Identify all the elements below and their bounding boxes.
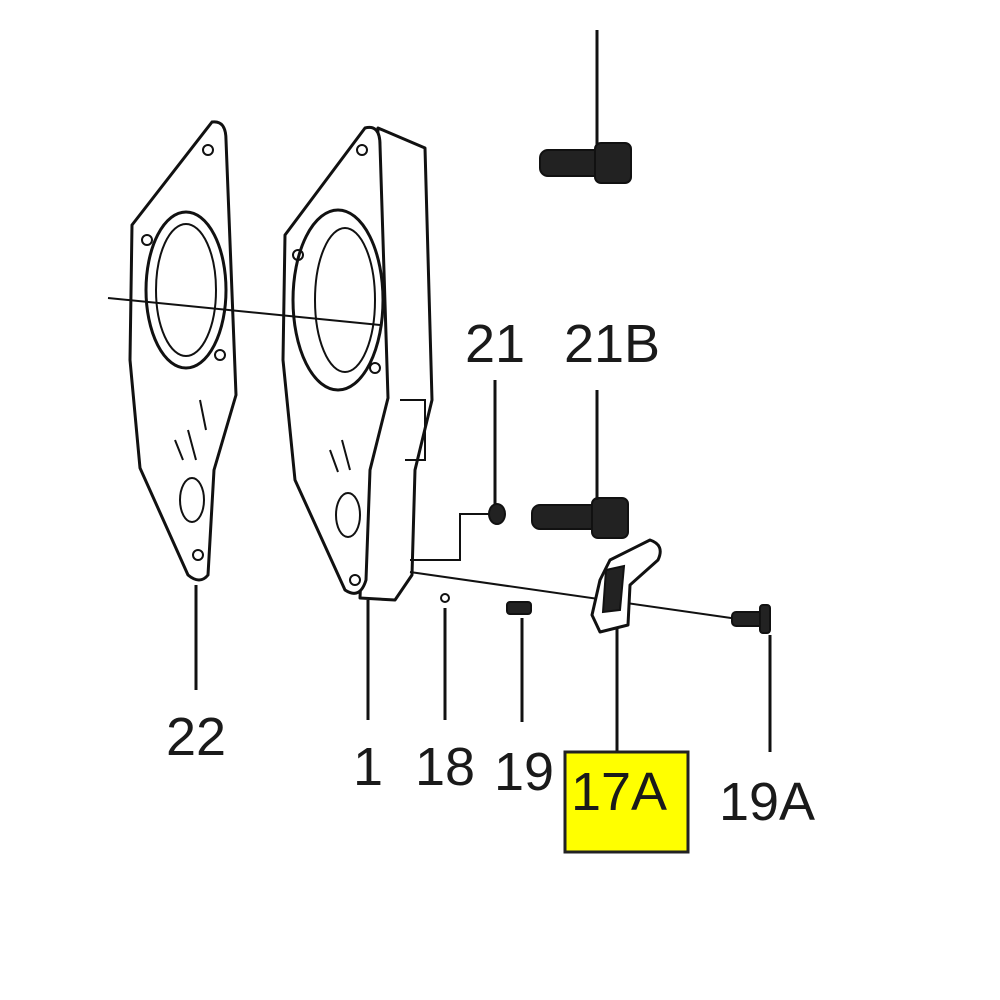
bolt-21B bbox=[531, 497, 629, 539]
lever-17A bbox=[590, 538, 662, 634]
label-19A: 19A bbox=[719, 772, 815, 832]
label-17A: 17A bbox=[571, 762, 667, 822]
label-1: 1 bbox=[353, 737, 383, 797]
top-bolt bbox=[539, 30, 632, 184]
screw-19A bbox=[731, 604, 771, 634]
highlight-box-17A bbox=[563, 750, 690, 854]
label-18: 18 bbox=[415, 737, 475, 797]
throttle-body-1 bbox=[281, 125, 434, 602]
gasket-22 bbox=[128, 120, 238, 582]
label-19: 19 bbox=[494, 742, 554, 802]
ball-18 bbox=[440, 593, 450, 603]
label-22: 22 bbox=[166, 707, 226, 767]
o-ring-21 bbox=[488, 503, 506, 525]
label-21B: 21B bbox=[564, 314, 660, 374]
label-21: 21 bbox=[465, 314, 525, 374]
spring-19 bbox=[506, 601, 532, 615]
